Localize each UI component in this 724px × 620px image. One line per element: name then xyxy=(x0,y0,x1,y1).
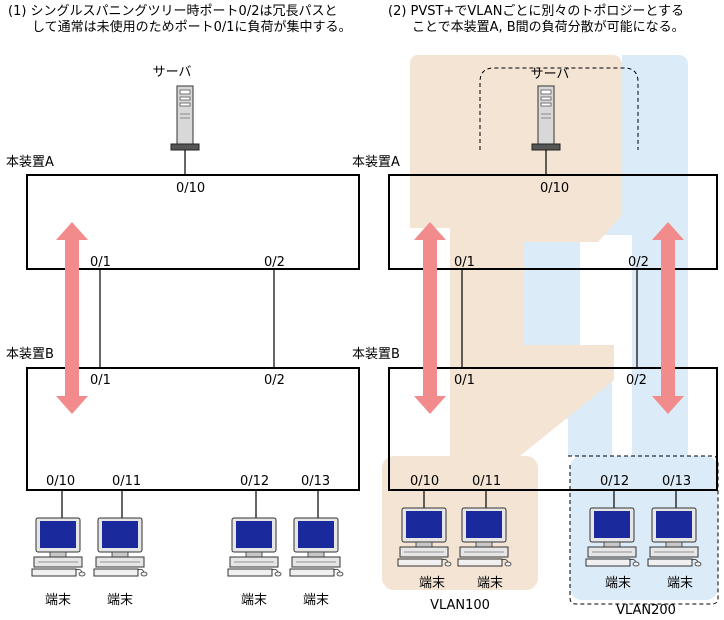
left-port-b-12: 0/12 xyxy=(240,474,269,489)
left-caption-line1: (1) シングルスパニングツリー時ポート0/2は冗長パスと xyxy=(8,4,338,19)
left-port-a-2: 0/2 xyxy=(264,255,285,270)
left-terminal-1-label: 端末 xyxy=(45,593,71,608)
left-port-b-1: 0/1 xyxy=(90,373,111,388)
right-port-b-12: 0/12 xyxy=(600,474,629,489)
left-port-a-1: 0/1 xyxy=(90,255,111,270)
left-port-b-11: 0/11 xyxy=(112,474,141,489)
left-load-arrow xyxy=(56,222,88,414)
right-terminal-2-icon xyxy=(457,507,512,567)
vlan100-path-region xyxy=(410,55,622,456)
right-caption-line1: (2) PVST+でVLANごとに別々のトポロジーとする xyxy=(388,4,685,19)
left-caption-line2: して通常は未使用のためポート0/1に負荷が集中する。 xyxy=(32,20,352,35)
left-device-b-label: 本装置B xyxy=(6,347,54,362)
right-terminal-1-icon xyxy=(397,507,452,567)
right-device-b-label: 本装置B xyxy=(352,347,400,362)
left-device-a-label: 本装置A xyxy=(6,155,54,170)
right-terminal-4-icon xyxy=(647,507,702,567)
right-port-a-2: 0/2 xyxy=(628,255,649,270)
right-port-b-1: 0/1 xyxy=(454,373,475,388)
right-terminal-1-label: 端末 xyxy=(419,576,445,591)
left-server-label: サーバ xyxy=(153,65,192,80)
right-terminal-3-label: 端末 xyxy=(605,576,631,591)
left-device-a xyxy=(26,174,360,270)
left-terminal-2-label: 端末 xyxy=(107,593,133,608)
left-terminal-3-icon xyxy=(227,517,282,577)
right-port-b-13: 0/13 xyxy=(662,474,691,489)
left-terminal-4-icon xyxy=(289,517,344,577)
left-server-icon xyxy=(170,85,200,151)
left-port-b-10: 0/10 xyxy=(46,474,75,489)
right-server-label: サーバ xyxy=(531,67,570,82)
vlan200-label: VLAN200 xyxy=(616,603,676,618)
left-diagram: サーバ 本装置A 0/10 0/1 0/2 本装置B 0/1 0/2 0/10 … xyxy=(6,65,360,608)
right-port-b-10: 0/10 xyxy=(410,474,439,489)
right-port-a-uplink: 0/10 xyxy=(540,181,569,196)
right-caption-line2: ことで本装置A, B間の負荷分散が可能になる。 xyxy=(412,20,685,35)
left-port-b-2: 0/2 xyxy=(264,373,285,388)
left-terminal-2-icon xyxy=(93,517,148,577)
left-terminal-3-label: 端末 xyxy=(241,593,267,608)
left-terminal-1-icon xyxy=(31,517,86,577)
right-device-b xyxy=(388,367,718,491)
right-terminal-3-icon xyxy=(585,507,640,567)
left-port-a-uplink: 0/10 xyxy=(176,181,205,196)
right-port-a-1: 0/1 xyxy=(454,255,475,270)
right-vlan100-load-arrow xyxy=(414,222,446,414)
right-port-b-11: 0/11 xyxy=(472,474,501,489)
left-port-b-13: 0/13 xyxy=(301,474,330,489)
right-device-a xyxy=(388,174,718,270)
right-device-a-label: 本装置A xyxy=(352,155,400,170)
vlan100-label: VLAN100 xyxy=(430,598,490,613)
left-terminal-4-label: 端末 xyxy=(303,593,329,608)
right-terminal-4-label: 端末 xyxy=(667,576,693,591)
left-device-b xyxy=(26,367,360,491)
right-terminal-2-label: 端末 xyxy=(477,576,503,591)
vlan200-group-boundary xyxy=(568,455,719,605)
right-diagram: サーバ 本装置A 0/10 0/1 0/2 本装置B 0/1 0/2 0/10 … xyxy=(352,55,719,618)
right-port-b-2: 0/2 xyxy=(626,373,647,388)
